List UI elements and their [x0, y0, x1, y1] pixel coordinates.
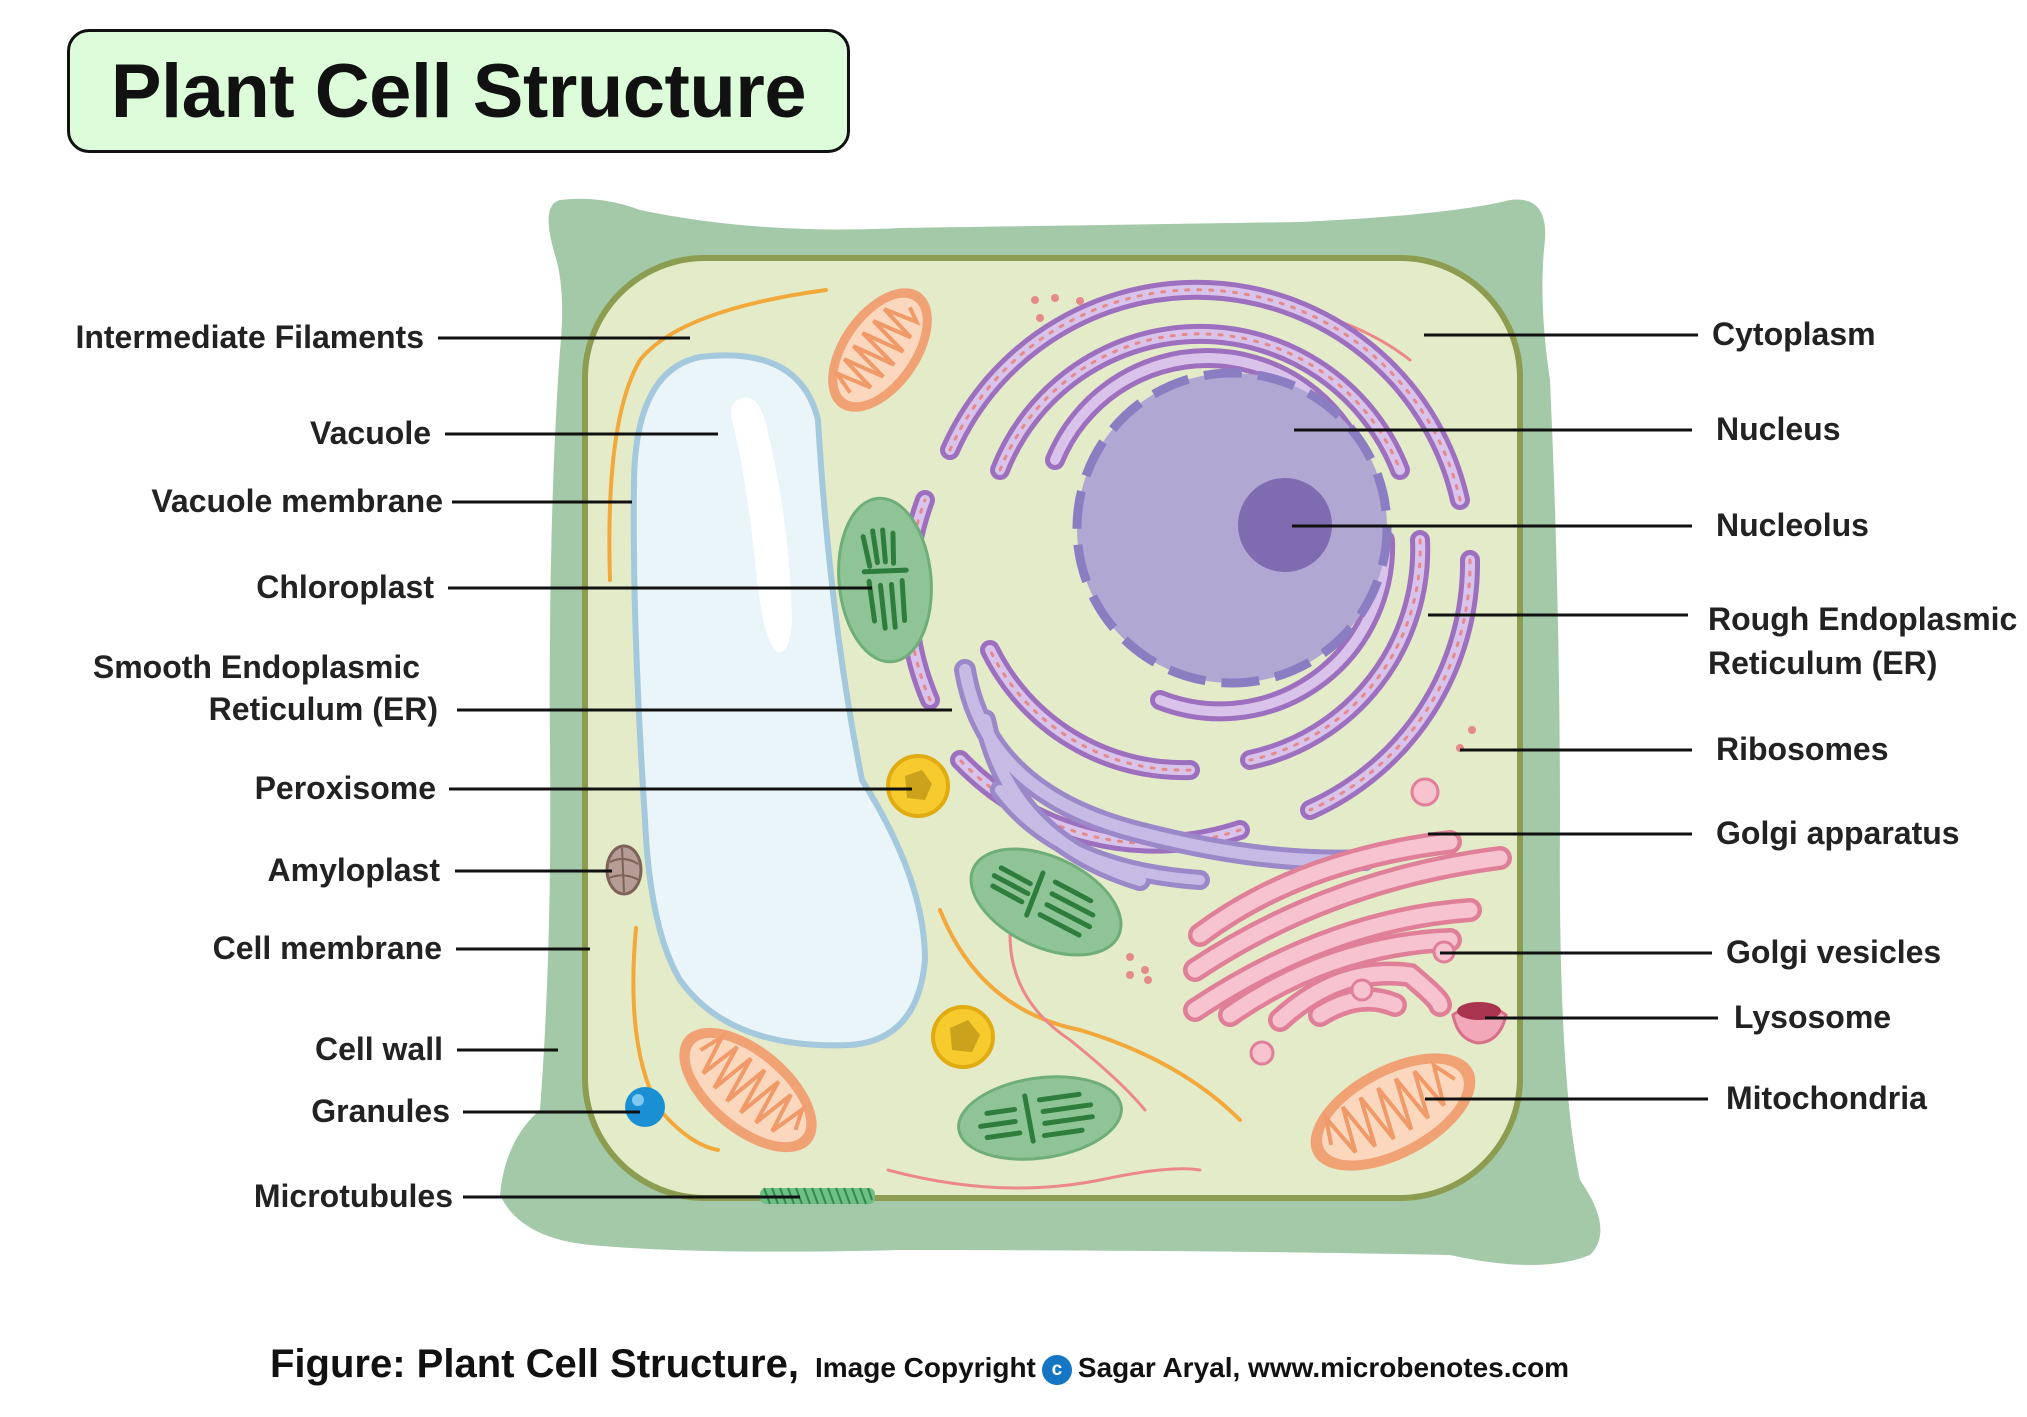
label-microtubules: Microtubules	[254, 1178, 453, 1214]
label-vacuole-membrane: Vacuole membrane	[151, 483, 443, 519]
nucleolus-shape	[1238, 478, 1332, 572]
caption-figure: Figure: Plant Cell Structure,	[270, 1342, 799, 1386]
label-intermediate-filaments: Intermediate Filaments	[75, 319, 424, 355]
smooth-er	[954, 659, 1376, 891]
label-rough-er-line1: Rough Endoplasmic	[1708, 601, 2017, 637]
label-cytoplasm: Cytoplasm	[1712, 316, 1876, 352]
labels-right: Cytoplasm Nucleus Nucleolus Rough Endopl…	[1708, 316, 2017, 1116]
label-lysosome: Lysosome	[1734, 999, 1891, 1035]
label-cell-wall: Cell wall	[315, 1031, 443, 1067]
figure-caption: Figure: Plant Cell Structure, Image Copy…	[270, 1342, 1569, 1387]
label-mitochondria: Mitochondria	[1726, 1080, 1927, 1116]
label-amyloplast: Amyloplast	[268, 852, 441, 888]
label-smooth-er-line2: Reticulum (ER)	[209, 691, 438, 727]
free-ribosomes	[1031, 294, 1476, 984]
rough-er	[898, 279, 1481, 854]
label-smooth-er-line1: Smooth Endoplasmic	[93, 649, 420, 685]
nucleus-shape	[1072, 368, 1392, 688]
copyright-icon: c	[1041, 1355, 1072, 1385]
leader-lines-left	[438, 336, 952, 1199]
lysosome-shape	[1451, 1002, 1508, 1045]
label-nucleus: Nucleus	[1716, 411, 1840, 447]
label-golgi-vesicles: Golgi vesicles	[1726, 934, 1941, 970]
label-peroxisome: Peroxisome	[255, 770, 436, 806]
label-granules: Granules	[311, 1093, 450, 1129]
label-nucleolus: Nucleolus	[1716, 507, 1869, 543]
chloroplasts-group	[837, 496, 1123, 1161]
granule-shape	[625, 1087, 665, 1127]
label-rough-er-line2: Reticulum (ER)	[1708, 645, 1937, 681]
label-cell-membrane: Cell membrane	[213, 930, 442, 966]
caption-copyright-suffix: Sagar Aryal, www.microbenotes.com	[1077, 1352, 1570, 1383]
mitochondria-group	[679, 288, 1476, 1171]
title-box: Plant Cell Structure	[67, 29, 850, 153]
peroxisomes	[886, 754, 995, 1069]
label-golgi-apparatus: Golgi apparatus	[1716, 815, 1960, 851]
vacuole-shape	[630, 352, 929, 1049]
label-chloroplast: Chloroplast	[256, 569, 434, 605]
leader-lines-right	[1292, 333, 1718, 1101]
label-ribosomes: Ribosomes	[1716, 731, 1888, 767]
amyloplast-shape	[605, 844, 643, 896]
golgi-apparatus	[1183, 830, 1512, 1032]
labels-left: Intermediate Filaments Vacuole Vacuole m…	[75, 319, 453, 1214]
caption-copyright-prefix: Image Copyright	[814, 1352, 1036, 1383]
page-title: Plant Cell Structure	[110, 48, 807, 134]
label-vacuole: Vacuole	[310, 415, 431, 451]
